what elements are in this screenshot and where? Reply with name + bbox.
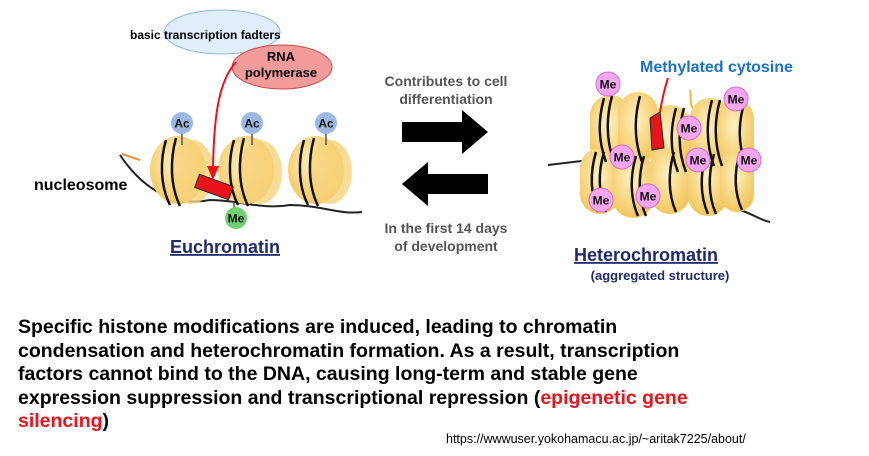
rna-polymerase-label: RNA xyxy=(267,49,296,64)
heterochromatin-structure: Me Me Me Me Me Me Me Me Methy xyxy=(547,59,793,283)
forward-arrow-label: differentiation xyxy=(399,91,492,107)
binding-arrow xyxy=(212,61,237,169)
svg-text:Me: Me xyxy=(681,122,698,136)
svg-text:Ac: Ac xyxy=(174,117,190,131)
euchromatin-structure: Ac Ac Ac Me basic transcription fadters … xyxy=(34,9,363,257)
forward-arrow-label: Contributes to cell xyxy=(385,73,508,89)
svg-text:Me: Me xyxy=(690,154,707,168)
methyl-cytosine-pointer xyxy=(659,77,669,113)
forward-arrow xyxy=(402,110,488,154)
methyl-tag: Me xyxy=(609,144,635,170)
acetyl-tag: Ac xyxy=(241,112,263,145)
svg-text:Me: Me xyxy=(228,212,245,226)
svg-text:Ac: Ac xyxy=(244,117,260,131)
dna-end-mark xyxy=(121,153,141,161)
transition-arrows: Contributes to cell differentiation In t… xyxy=(385,73,508,254)
heterochromatin-label: Heterochromatin xyxy=(574,245,718,265)
nucleosome xyxy=(150,136,214,207)
rna-polymerase-label: polymerase xyxy=(245,65,317,80)
svg-text:Me: Me xyxy=(600,78,617,92)
gene-segment xyxy=(194,173,234,201)
heterochromatin-sublabel: (aggregated structure) xyxy=(591,268,730,283)
svg-text:Ac: Ac xyxy=(318,117,334,131)
methyl-tag: Me xyxy=(676,115,702,141)
euchromatin-label: Euchromatin xyxy=(170,237,280,257)
methylated-cytosine-label: Methylated cytosine xyxy=(640,59,793,76)
methyl-tag: Me xyxy=(635,183,661,209)
methyl-tag: Me xyxy=(685,147,711,173)
source-url: https://wwwuser.yokohamacu.ac.jp/~aritak… xyxy=(446,432,746,446)
epigenetic-silencing-highlight: epigenetic gene silencing xyxy=(18,386,688,433)
reverse-arrow xyxy=(402,162,488,206)
caption-text: Specific histone modifications are induc… xyxy=(18,316,688,433)
svg-text:Me: Me xyxy=(593,194,610,208)
svg-text:Me: Me xyxy=(728,93,745,107)
acetyl-tag: Ac xyxy=(315,112,337,145)
reverse-arrow-label: of development xyxy=(394,238,498,254)
gene-segment xyxy=(649,111,665,151)
svg-text:Me: Me xyxy=(741,154,758,168)
dna-methyl-tag: Me xyxy=(225,203,247,229)
methyl-tag: Me xyxy=(588,187,614,213)
reverse-arrow-label: In the first 14 days xyxy=(385,220,508,236)
basic-transcription-factors-label: basic transcription fadters xyxy=(130,28,281,42)
svg-text:Me: Me xyxy=(640,190,657,204)
acetyl-tag: Ac xyxy=(171,112,193,145)
binding-arrowhead xyxy=(207,166,219,180)
methyl-tag: Me xyxy=(723,86,749,112)
methyl-tag: Me xyxy=(595,71,621,97)
transcription-factors-shape xyxy=(163,9,281,55)
nucleosome xyxy=(288,136,352,207)
nucleosome-label: nucleosome xyxy=(34,177,127,194)
svg-text:Me: Me xyxy=(614,151,631,165)
methyl-tag: Me xyxy=(736,147,762,173)
